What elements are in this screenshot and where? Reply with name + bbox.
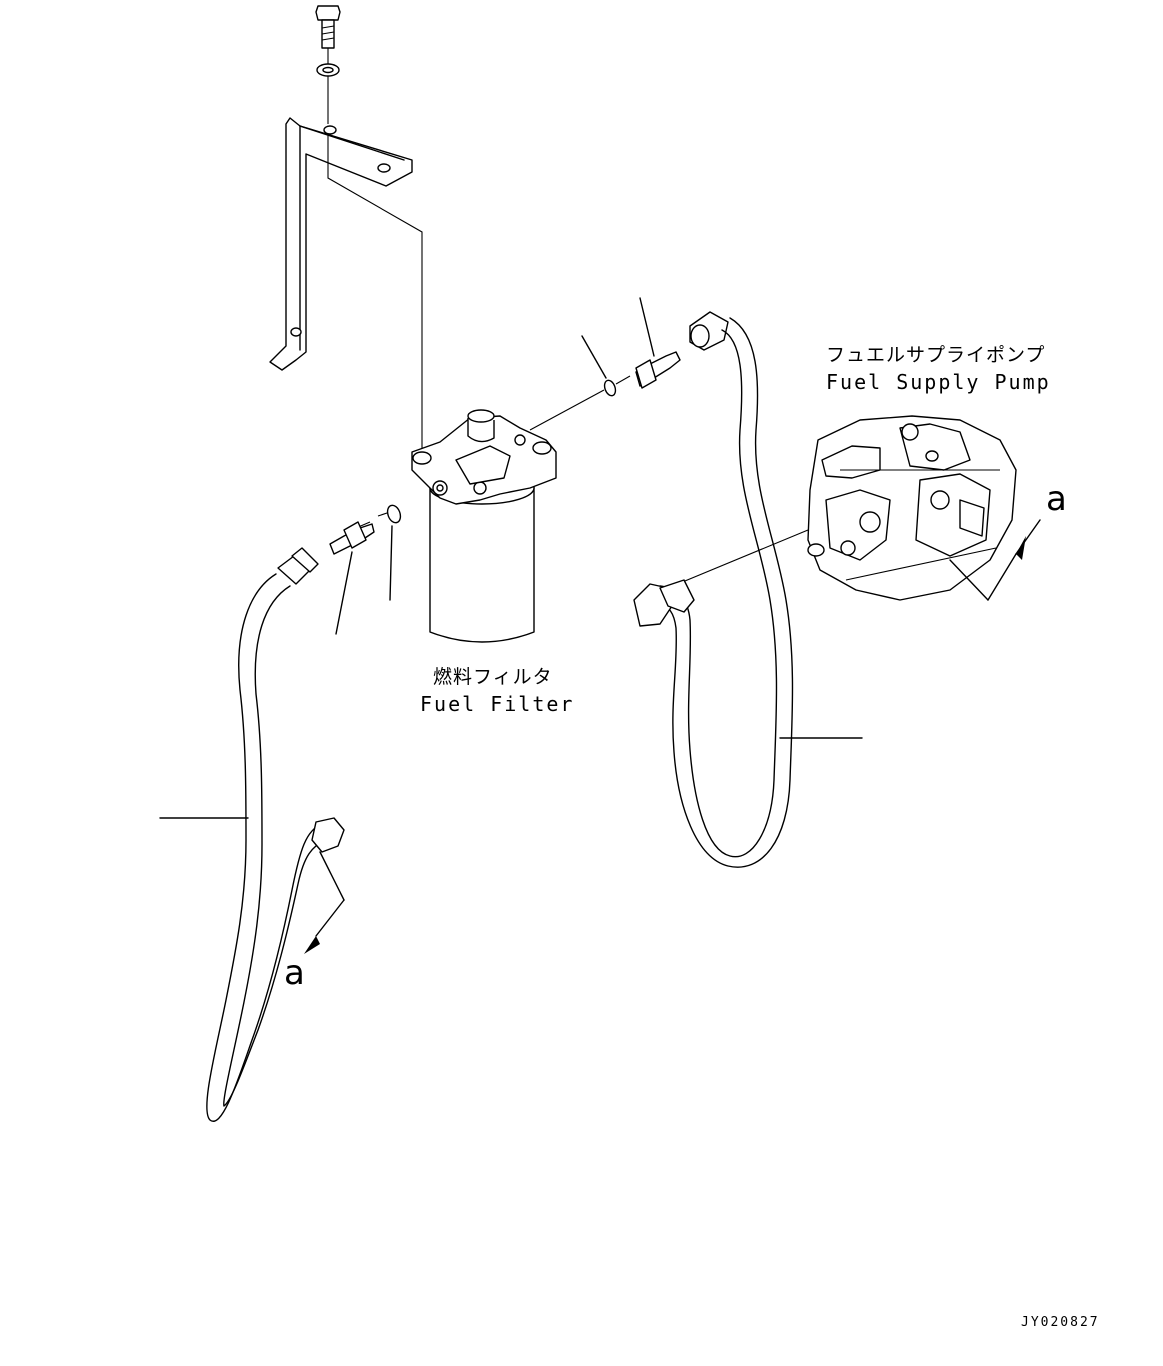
bolt [315,5,341,49]
fuel-supply-pump-label-en: Fuel Supply Pump [826,370,1051,394]
view-arrow-pump [949,519,1041,601]
drawing-code: JY020827 [1021,1315,1100,1330]
o-ring-right [603,379,617,397]
bracket [269,117,413,371]
washer [316,63,340,77]
fuel-supply-pump-label-jp: フュエルサプライポンプ [826,344,1046,366]
fuel-filter-label-en: Fuel Filter [420,692,575,716]
connector-left [329,521,375,555]
center-lines [327,48,809,589]
view-arrow-hose [304,851,345,954]
hose-right [633,311,794,868]
fuel-supply-pump [807,415,1017,601]
connector-right [635,351,681,389]
o-ring-left [386,504,402,524]
fuel-filter [411,409,557,643]
leader-lines [159,297,863,819]
view-a-label-hose: a [284,953,305,993]
view-a-label-pump: a [1046,479,1067,519]
fuel-filter-label-jp: 燃料フィルタ [433,666,553,688]
hose-left [206,547,345,1122]
